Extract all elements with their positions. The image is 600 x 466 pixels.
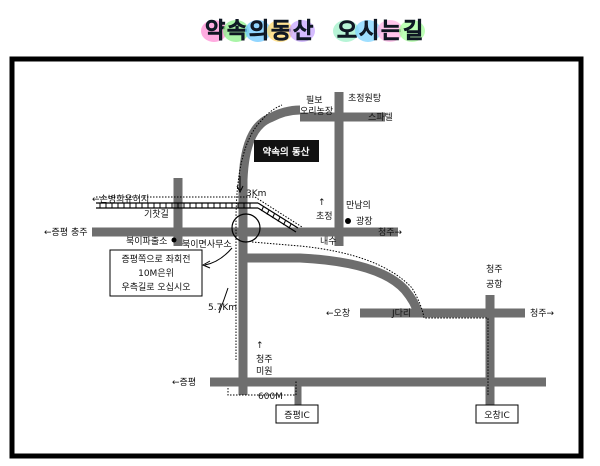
title-bubble <box>399 20 425 42</box>
label-5-7km: 5.7Km <box>208 303 237 313</box>
title-char: 는 <box>381 19 401 44</box>
arrows <box>201 176 244 314</box>
title-char: 길 <box>403 19 423 44</box>
label-duck-farm-2: 오리농장 <box>300 106 333 117</box>
labels: ←증평 충주 청주→ ←손병희유허지 기찻길 북이파출소 북이면사무소 3Km … <box>44 93 555 402</box>
label-chojeong-wontang: 초정원탕 <box>348 93 381 104</box>
marker-bugi-police <box>171 237 177 243</box>
label-mannam-2: 광장 <box>356 215 373 227</box>
title-char: 속 <box>227 19 247 44</box>
label-duck-farm-1: 필보 <box>306 94 323 106</box>
label-sonbyeonghee: ←손병희유허지 <box>92 193 149 205</box>
title-bubble <box>245 20 271 42</box>
label-cheongju-west: 청주→ <box>378 227 403 238</box>
label-600m: 600M <box>258 392 283 402</box>
label-railway: 기찻길 <box>144 209 169 220</box>
title-bubble <box>355 20 381 42</box>
label-bugi-office: 북이면사무소 <box>182 239 232 250</box>
label-spa: 스파텔 <box>368 111 393 123</box>
roads <box>92 92 546 408</box>
title-char: 산 <box>293 19 313 44</box>
road-curve-to-bridge <box>246 253 423 315</box>
label-jeungpyeong-west: ←증평 <box>172 377 196 388</box>
destination-label: 약속의 동산 <box>262 146 309 158</box>
title-char: 오 <box>337 19 357 44</box>
label-cheongju-east: 청주→ <box>530 308 555 319</box>
title-bubble <box>223 20 249 42</box>
rail-tie <box>277 216 281 222</box>
title-char: 의 <box>249 19 269 44</box>
label-cheongju-airport-2: 공항 <box>486 279 503 290</box>
title-char: 약 <box>205 19 225 44</box>
road-curve-to-destination <box>238 105 301 232</box>
label-miwon-1: 청주 <box>256 354 273 365</box>
title-bubble <box>333 20 359 42</box>
label-jeungpyeong-chungju: ←증평 충주 <box>44 227 88 238</box>
label-miwon-2: 미원 <box>256 366 273 377</box>
label-j-bridge: J다리 <box>391 308 411 319</box>
label-ochang-west: ←오창 <box>326 308 350 319</box>
label-cheongju-airport-1: 청주 <box>486 264 503 275</box>
rail-tie <box>266 209 270 215</box>
ic-jeungpyeong-box: 증평IC <box>275 404 319 424</box>
label-mannam-1: 만남의 <box>346 200 371 211</box>
note-line-1: 증평쪽으로 좌회전 <box>121 254 190 265</box>
title-bubble <box>289 20 315 42</box>
marker-mannam-plaza <box>345 218 351 224</box>
title-bubble <box>201 20 227 42</box>
railway <box>96 202 299 233</box>
svg-text:오창IC: 오창IC <box>484 410 510 421</box>
label-chojeong-arrow: ↑ <box>318 198 326 208</box>
junction-circle <box>231 213 261 243</box>
destination-box: 약속의 동산 <box>254 140 319 162</box>
rail-tie <box>261 206 264 212</box>
label-naesu: 내수 <box>320 236 337 247</box>
label-3km: 3Km <box>246 189 266 199</box>
title-bubble <box>377 20 403 42</box>
note-box: 증평쪽으로 좌회전 10M은위 우측길로 오십시오 <box>109 249 203 297</box>
ic-ochang-box: 오창IC <box>475 404 519 424</box>
note-line-2: 10M은위 <box>138 268 174 279</box>
title-char: 동 <box>271 19 291 44</box>
rail-tie <box>288 223 292 229</box>
label-miwon-arrow: ↑ <box>256 341 264 351</box>
label-bugi-police: 북이파출소 <box>126 236 167 247</box>
label-chojeong: 초정 <box>316 211 333 222</box>
svg-text:증평IC: 증평IC <box>284 410 310 421</box>
rail-tie <box>272 213 275 219</box>
note-line-3: 우측길로 오십시오 <box>121 282 190 293</box>
title-char: 시 <box>359 19 379 44</box>
route-dotted <box>96 104 489 396</box>
rail-tie <box>283 220 286 226</box>
title-bubble <box>267 20 293 42</box>
